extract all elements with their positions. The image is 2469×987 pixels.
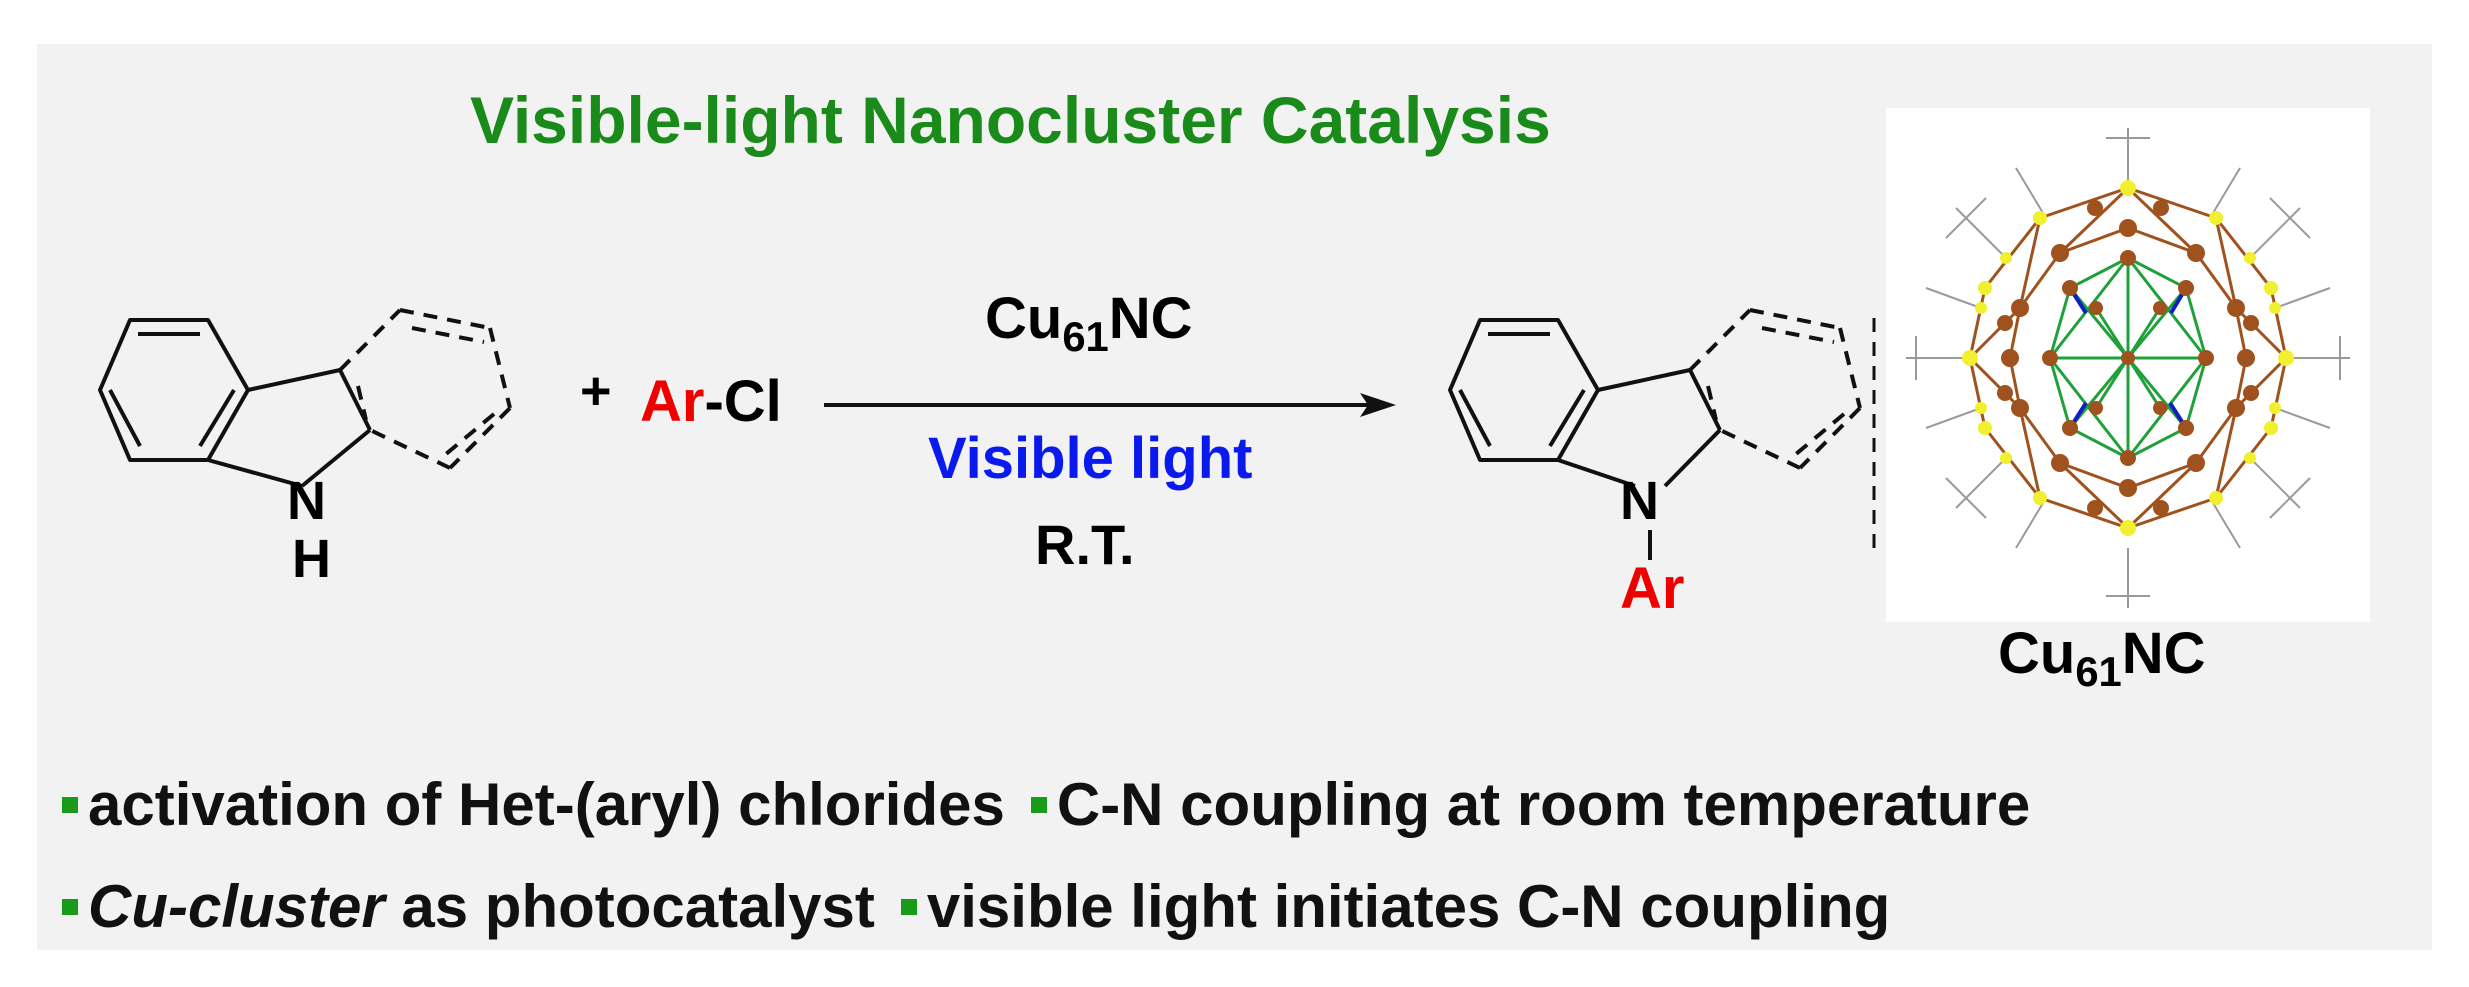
- reactant-n-label: N: [287, 471, 326, 531]
- bullet-text-cu-cluster: Cu-cluster: [88, 873, 385, 940]
- chloride-label: -Cl: [704, 369, 782, 434]
- reactant-carbazole-structure: [98, 308, 512, 488]
- aryl-chloride-label: Ar-Cl: [640, 368, 782, 435]
- visible-light-label: Visible light: [928, 426, 1253, 491]
- bullet-row-2: Cu-cluster as photocatalyst visible light…: [62, 872, 1890, 941]
- cluster-structure-drawing: [1906, 128, 2350, 608]
- cluster-label: Cu61NC: [1998, 621, 2206, 696]
- bullet-text-activation: activation of Het-(aryl) chlorides: [88, 771, 1005, 838]
- bullet-row-1: activation of Het-(aryl) chlorides C-N co…: [62, 770, 2030, 839]
- temperature-label: R.T.: [1035, 513, 1135, 576]
- bullet-marker: [1030, 797, 1047, 814]
- figure-title: Visible-light Nanocluster Catalysis: [470, 83, 1551, 157]
- product-carbazole-structure: [1448, 308, 1862, 560]
- reactant-h-label: H: [292, 529, 331, 589]
- cluster-structure-image: [1886, 108, 2370, 622]
- product-aryl-label: Ar: [1620, 556, 1685, 621]
- aryl-group-label: Ar: [640, 369, 705, 434]
- bullet-marker: [900, 899, 917, 916]
- product-n-label: N: [1620, 471, 1659, 531]
- bullet-marker: [62, 899, 78, 916]
- bullet-text-coupling-rt: C-N coupling at room temperature: [1056, 771, 2031, 838]
- reaction-arrow: [824, 393, 1396, 417]
- plus-sign: +: [580, 361, 612, 421]
- bullet-marker: [62, 797, 78, 814]
- separator-line: [1872, 318, 1876, 548]
- bullet-text-photocatalyst: as photocatalyst: [401, 873, 875, 940]
- catalyst-label: Cu61NC: [985, 286, 1193, 361]
- bullet-text-visible-light: visible light initiates C-N coupling: [926, 873, 1891, 940]
